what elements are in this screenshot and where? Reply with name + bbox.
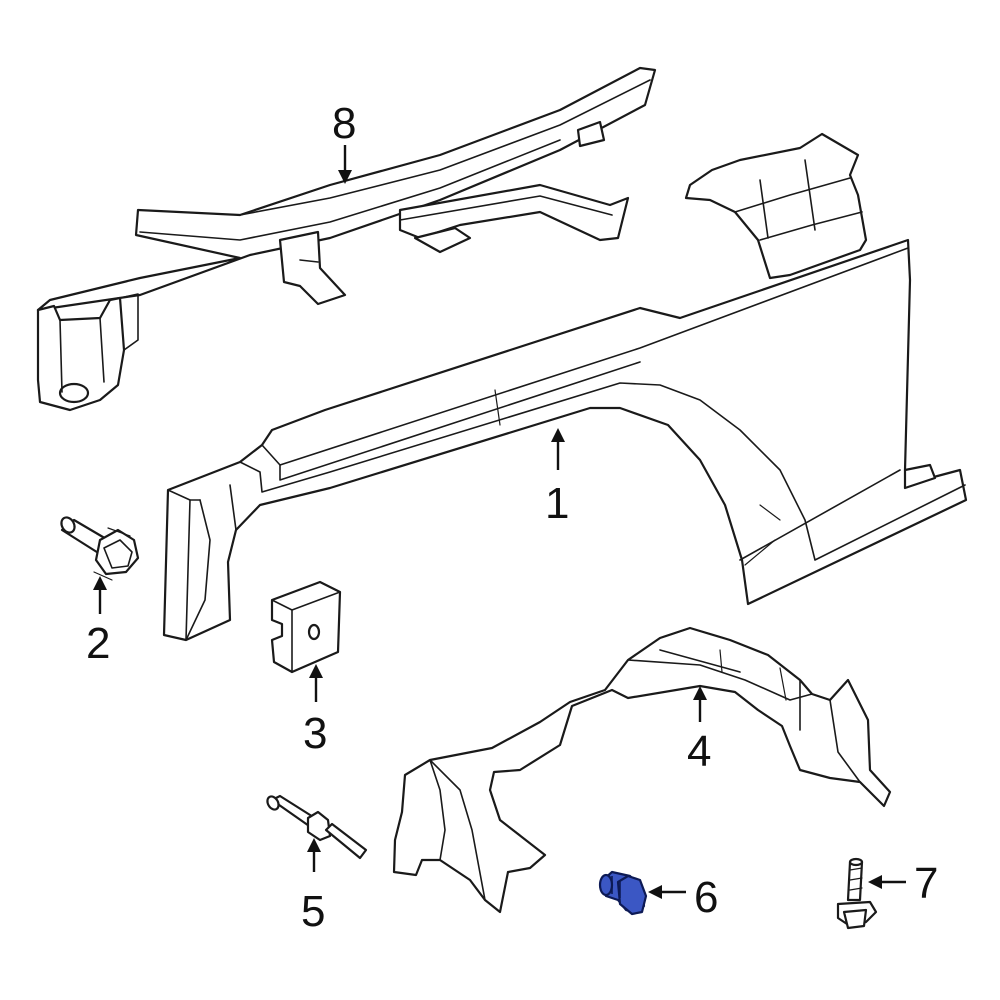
part-4-fender-liner[interactable] — [392, 626, 892, 914]
part-2-bolt[interactable] — [59, 515, 140, 581]
leader-lines — [93, 145, 906, 899]
part-6-screw-highlighted[interactable] — [598, 870, 648, 916]
callout-4: 4 — [687, 727, 711, 776]
callout-7: 7 — [914, 859, 938, 908]
part-3-clip[interactable] — [270, 580, 342, 674]
part-8-fender-rail[interactable] — [36, 66, 657, 412]
callout-2: 2 — [86, 619, 110, 668]
callout-labels: 8 1 2 3 4 5 6 7 — [86, 99, 938, 936]
callout-5: 5 — [301, 887, 325, 936]
part-1-fender[interactable] — [162, 132, 968, 642]
part-5-push-pin[interactable] — [265, 794, 368, 860]
callout-3: 3 — [303, 709, 327, 758]
callout-8: 8 — [332, 99, 356, 148]
callout-6: 6 — [694, 873, 718, 922]
callout-1: 1 — [545, 479, 569, 528]
part-7-flange-bolt[interactable] — [836, 857, 878, 930]
